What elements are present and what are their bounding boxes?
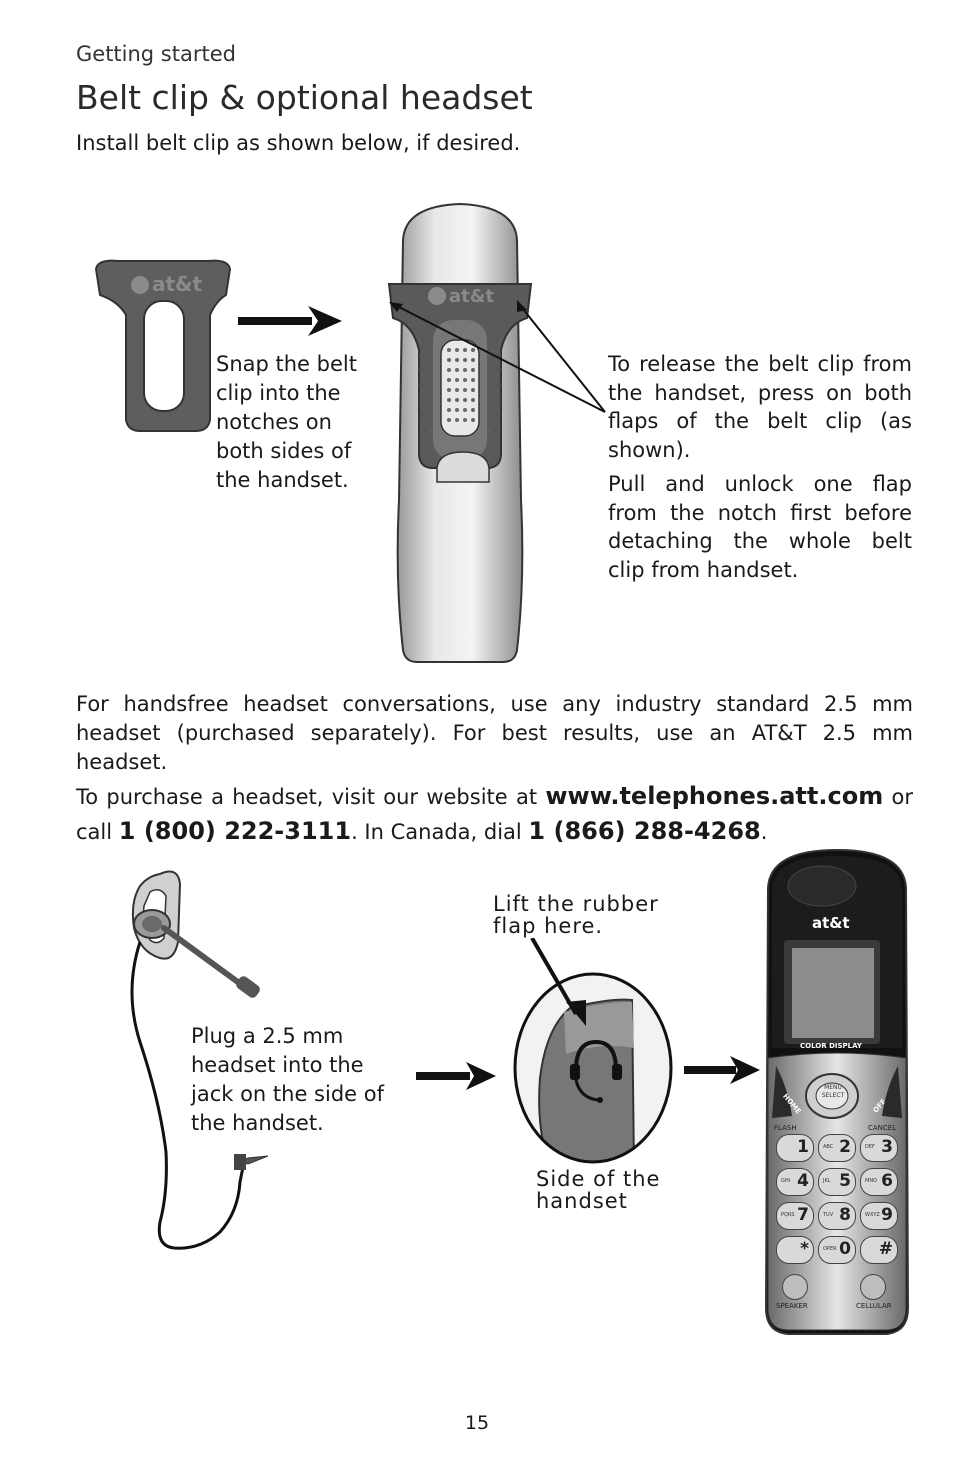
plug-instruction: Plug a 2.5 mm headset into the jack on t… bbox=[191, 1024, 384, 1135]
key-2[interactable]: ABC 2 bbox=[818, 1134, 856, 1162]
period: . bbox=[760, 820, 768, 844]
key-letters: GHI bbox=[781, 1178, 791, 1184]
page-title: Belt clip & optional headset bbox=[76, 78, 533, 117]
headset-paragraph: For handsfree headset conversations, use… bbox=[76, 690, 913, 849]
speaker-icon bbox=[782, 1274, 808, 1300]
handset-with-clip-illustration: at&t bbox=[387, 202, 533, 663]
key-8[interactable]: TUV 8 bbox=[818, 1202, 856, 1230]
key-letters: PQRS bbox=[781, 1212, 795, 1218]
release-pointer-lines bbox=[389, 300, 606, 413]
key-3[interactable]: DEF 3 bbox=[860, 1134, 898, 1162]
key-digit: 6 bbox=[881, 1171, 893, 1191]
arrow-right-icon-3 bbox=[684, 1056, 760, 1084]
intro-text: Install belt clip as shown below, if des… bbox=[76, 131, 521, 155]
speaker-button[interactable]: SPEAKER bbox=[776, 1302, 808, 1310]
flash-button[interactable]: FLASH bbox=[774, 1124, 797, 1132]
key-letters: TUV bbox=[823, 1212, 834, 1218]
key-5[interactable]: JKL 5 bbox=[818, 1168, 856, 1196]
handset-side-detail bbox=[513, 938, 673, 1164]
headset-line-4: call 1 (800) 222-3111. In Canada, dial 1… bbox=[76, 814, 913, 849]
headset-line-3: To purchase a headset, visit our website… bbox=[76, 779, 913, 814]
key-digit: 7 bbox=[797, 1205, 809, 1225]
us-phone-number: 1 (800) 222-3111 bbox=[118, 817, 352, 845]
key-digit: 8 bbox=[839, 1205, 851, 1225]
key-digit: 4 bbox=[797, 1171, 809, 1191]
arrow-right-icon-2 bbox=[416, 1062, 496, 1090]
handset-clip-logo: at&t bbox=[449, 286, 494, 307]
key-letters: WXYZ bbox=[865, 1212, 880, 1218]
snap-instruction: Snap the belt clip into the notches on b… bbox=[216, 352, 357, 492]
canada-prefix: . In Canada, dial bbox=[351, 820, 529, 844]
key-digit: 9 bbox=[881, 1205, 893, 1225]
key-digit: # bbox=[878, 1239, 893, 1259]
color-display-label: COLOR DISPLAY bbox=[800, 1042, 862, 1050]
key-star[interactable]: * bbox=[776, 1236, 814, 1264]
headset-line-2: headset (purchased separately). For best… bbox=[76, 721, 913, 774]
cancel-button[interactable]: CANCEL bbox=[868, 1124, 897, 1132]
key-digit: * bbox=[800, 1239, 809, 1259]
headset-line-1: For handsfree headset conversations, use… bbox=[76, 692, 913, 716]
canada-phone-number: 1 (866) 288-4268 bbox=[528, 817, 761, 845]
clip-logo: at&t bbox=[152, 272, 202, 296]
release-instruction: To release the belt clip from the handse… bbox=[608, 350, 912, 590]
key-letters: OPER bbox=[823, 1246, 837, 1252]
handset-logo: at&t bbox=[812, 914, 850, 932]
side-of-handset-label: Side of the handset bbox=[536, 1167, 661, 1213]
key-digit: 3 bbox=[881, 1137, 893, 1157]
page-number: 15 bbox=[464, 1412, 490, 1434]
key-letters: JKL bbox=[823, 1178, 831, 1184]
key-pound[interactable]: # bbox=[860, 1236, 898, 1264]
menu-select-button[interactable]: MENU SELECT bbox=[821, 1084, 845, 1099]
key-6[interactable]: MNO 6 bbox=[860, 1168, 898, 1196]
key-digit: 1 bbox=[797, 1137, 809, 1157]
key-letters: MNO bbox=[865, 1178, 877, 1184]
headset-line-3-suffix: or bbox=[883, 785, 913, 809]
release-step-2: Pull and unlock one flap from the notch … bbox=[608, 472, 912, 582]
key-4[interactable]: GHI 4 bbox=[776, 1168, 814, 1196]
arrow-right-icon bbox=[238, 306, 342, 336]
cellular-icon bbox=[860, 1274, 886, 1300]
key-letters: ABC bbox=[823, 1144, 834, 1150]
key-letters: DEF bbox=[865, 1144, 875, 1150]
website-link[interactable]: www.telephones.att.com bbox=[545, 782, 884, 810]
lift-flap-instruction: Lift the rubber flap here. bbox=[493, 892, 659, 938]
cellular-button[interactable]: CELLULAR bbox=[856, 1302, 892, 1310]
key-digit: 2 bbox=[839, 1137, 851, 1157]
key-digit: 5 bbox=[839, 1171, 851, 1191]
belt-clip-illustration: at&t bbox=[94, 259, 232, 432]
key-1[interactable]: 1 bbox=[776, 1134, 814, 1162]
section-label: Getting started bbox=[76, 42, 236, 66]
release-step-1: To release the belt clip from the handse… bbox=[608, 352, 912, 462]
call-prefix: call bbox=[76, 820, 119, 844]
cordless-handset: at&t COLOR DISPLAY MENU SELECT HOME OFF … bbox=[762, 848, 912, 1336]
headset-line-3-prefix: To purchase a headset, visit our website… bbox=[76, 785, 546, 809]
key-digit: 0 bbox=[839, 1239, 851, 1259]
headset-illustration bbox=[130, 870, 269, 1250]
